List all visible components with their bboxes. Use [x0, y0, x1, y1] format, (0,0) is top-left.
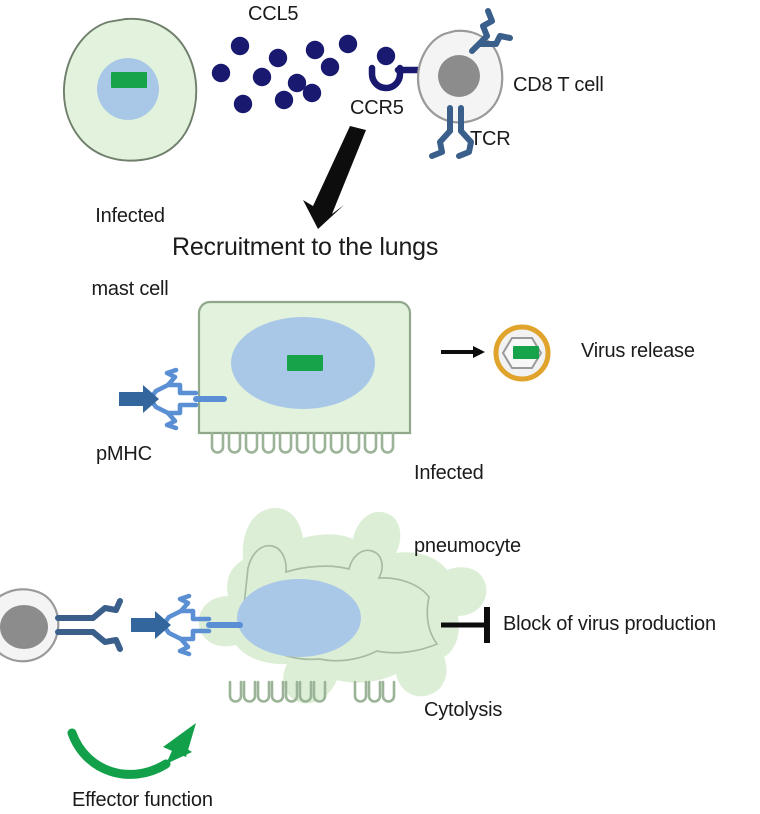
label-tcr: TCR [470, 128, 511, 150]
peptide-arrow-bottom [131, 611, 171, 639]
tcr-receptor-bottom [55, 598, 123, 652]
label-infected-pneumocyte-line2: pneumocyte [414, 534, 521, 557]
label-ccr5: CCR5 [350, 97, 404, 119]
label-infected-pneumocyte: Infected pneumocyte [414, 412, 574, 583]
lysing-cell-nucleus [237, 579, 361, 657]
infected-mast-cell [63, 17, 198, 162]
lysing-cell-cilia-right [353, 680, 396, 703]
label-block-virus-production: Block of virus production [503, 613, 716, 635]
mast-cell-nucleus [97, 58, 159, 120]
label-ccl5: CCL5 [248, 3, 299, 25]
label-infected-pneumocyte-line1: Infected [414, 461, 484, 484]
label-infected-mast-cell-line2: mast cell [91, 277, 169, 300]
label-infected-mast-cell: Infected mast cell [55, 155, 205, 326]
ccl5-chemokine-dots [211, 34, 396, 114]
t-cell-nucleus-bottom [0, 605, 48, 649]
cytolysing-pneumocyte [198, 507, 487, 704]
label-effector-function: Effector function [72, 789, 213, 811]
inhibition-tbar [441, 607, 490, 643]
recruitment-arrow [303, 126, 366, 229]
virion-particle [493, 324, 551, 382]
label-infected-mast-cell-line1: Infected [95, 204, 165, 227]
label-cytolysis: Cytolysis [424, 699, 503, 721]
label-virus-release: Virus release [581, 340, 695, 362]
pmhc-complex-bottom [131, 593, 243, 657]
virion-genome [513, 346, 539, 359]
lysing-cell-cilia-left [228, 680, 327, 703]
cd8-t-cell-top [416, 29, 504, 124]
infected-pneumocyte [197, 300, 412, 435]
pneumocyte-cilia [210, 431, 395, 454]
mast-cell-viral-genome [111, 72, 147, 88]
virus-release-arrow [441, 346, 485, 358]
label-pmhc: pMHC [96, 443, 152, 465]
tcr-receptor-lower [429, 105, 474, 159]
label-cd8-t-cell: CD8 T cell [513, 74, 604, 96]
effector-function-arrow [67, 723, 196, 779]
pmhc-complex-middle [119, 367, 227, 431]
tcr-receptor-upper [469, 8, 513, 54]
peptide-arrow [119, 385, 159, 413]
t-cell-nucleus [438, 55, 480, 97]
cd8-t-cell-bottom [0, 588, 60, 663]
pneumocyte-viral-genome [287, 355, 323, 371]
label-recruitment: Recruitment to the lungs [172, 233, 439, 261]
